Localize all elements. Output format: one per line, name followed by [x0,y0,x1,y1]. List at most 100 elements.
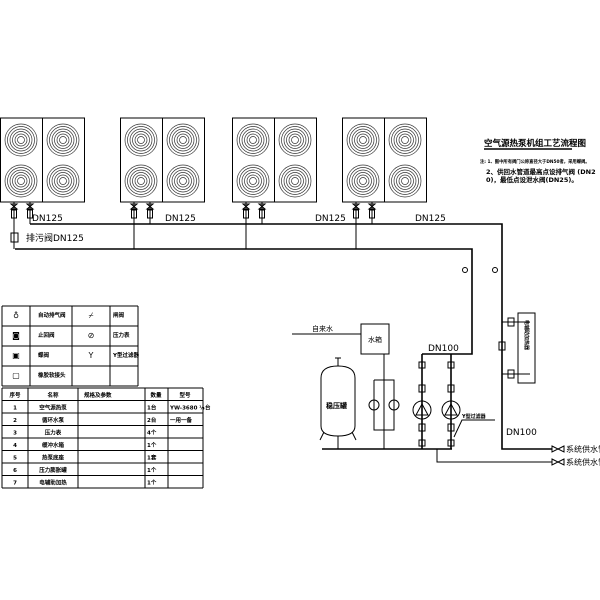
table-cell: 一用一备 [170,416,193,424]
legend-table: ♁ 自动排气阀 ⌿ 闸阀 ◙ 止回阀 ⊘ 压力表 ▣ 蝶阀 Y Y型过滤器 ▢ 橡胶软接头 [1,305,139,387]
pressure-gauge-icon [462,267,468,273]
table-cell: 1个 [147,466,157,474]
pump-icon [441,400,461,420]
table-cell: 1个 [147,479,157,487]
butterfly-valve-icon [507,317,515,327]
pump-icon [388,399,400,411]
fan-icon [4,164,38,198]
table-cell: 7 [13,481,17,487]
fan-icon [46,164,80,198]
check-valve-icon: ◙ [12,331,20,340]
butterfly-valve-icon [418,439,426,447]
butterfly-valve-icon [447,439,455,447]
drain-valve-icon [10,232,19,243]
butterfly-valve-icon [369,209,375,219]
table-header: 规格及参数 [84,391,112,399]
table-cell: 5 [13,456,17,462]
legend-label: 橡胶软接头 [38,371,66,379]
butterfly-valve-icon [353,209,359,219]
label-dn125-4: DN125 [415,214,446,224]
fan-icon [278,123,312,157]
butterfly-valve-icon [243,209,249,219]
note-2: 2、供回水管道最高点设排气阀 (DN20)，最低点设泄水阀(DN25)。 [486,168,596,184]
fan-icon [388,123,422,157]
butterfly-valve-icon [418,361,426,369]
fan-icon [346,164,380,198]
pump-icon [368,399,380,411]
gate-valve-icon [145,203,155,210]
pressure-gauge-icon [492,267,498,273]
pressure-gauge-icon: ⊘ [88,331,95,340]
rubber-joint-icon [447,423,455,432]
table-cell: 2 [13,418,17,424]
heat-pump-unit [120,117,205,249]
legend-label: 闸阀 [113,311,125,319]
legend-label: 自动排气阀 [38,311,66,319]
legend-label: Y型过滤器 [112,351,139,359]
label-heater-box: 电辅助加热器 [523,320,530,351]
heat-pump-unit [0,117,85,249]
y-strainer-icon: Y [88,351,94,360]
heat-pump-unit [342,117,427,249]
supply-pipe-2 [436,449,552,463]
water-tank [360,323,390,355]
table-cell: 6 [13,468,17,474]
supply-pipe-dn125 [30,223,552,450]
rubber-joint-icon: ▢ [12,371,20,380]
table-cell: 4 [13,443,17,449]
circulation-pumps [412,354,461,449]
fan-icon [278,164,312,198]
legend-label: 蝶阀 [38,351,50,359]
gate-valve-icon [241,203,251,210]
gate-valve-icon [9,203,19,210]
table-header: 序号 [8,391,21,399]
label-water-tank: 水箱 [368,335,382,344]
table-cell: 压力表 [45,429,62,437]
legend-label: 止回阀 [38,331,55,339]
label-supply-2: 系统供水管 [566,457,600,467]
note-2-wrapper: 2、供回水管道最高点设排气阀 (DN20)，最低点设泄水阀(DN25)。 [486,168,596,184]
table-header: 型号 [179,391,191,399]
table-cell: 热泵底座 [42,454,65,462]
table-cell: 空气源热泵 [39,404,67,412]
diagram-title: 空气源热泵机组工艺流程图 [484,138,586,149]
table-cell: 4个 [147,429,157,437]
table-cell: 压力膨胀罐 [39,466,67,474]
table-cell: 1个 [147,441,157,449]
table-cell: 3 [13,431,17,437]
leader-y-filter [453,419,495,438]
butterfly-valve-icon [27,209,33,219]
label-dn100-supply: DN100 [506,428,537,438]
fan-icon [4,123,38,157]
label-dn100-pump: DN100 [428,344,459,354]
butterfly-valve-icon [131,209,137,219]
legend-label: 压力表 [113,331,130,339]
butterfly-valve-icon [11,209,17,219]
fan-icon [236,123,270,157]
fan-icon [236,164,270,198]
label-dn125-1: DN125 [32,214,63,224]
gate-valve-icon: ⌿ [89,311,94,320]
label-supply-1: 系统供水管 [566,444,600,454]
electric-heater-box [517,312,536,384]
gate-valve-icon [367,203,377,210]
table-cell: 缓冲水箱 [42,441,65,449]
label-drain-dn125: 排污阀DN125 [26,232,84,244]
table-cell: 1套 [147,454,157,462]
fan-icon [46,123,80,157]
outlet-valve-icon [551,445,565,453]
fan-icon [388,164,422,198]
table-cell: 循环水泵 [42,416,65,424]
butterfly-valve-icon: ▣ [12,351,20,360]
label-y-filter: Y型过滤器 [461,413,487,420]
outlet-valve-icon [551,458,565,466]
rubber-joint-icon [418,423,426,432]
fan-icon [346,123,380,157]
auto-air-vent-icon: ♁ [13,311,19,320]
gate-valve-icon [129,203,139,210]
table-header: 数量 [150,391,162,399]
butterfly-valve-icon [507,369,515,379]
fan-icon [166,123,200,157]
